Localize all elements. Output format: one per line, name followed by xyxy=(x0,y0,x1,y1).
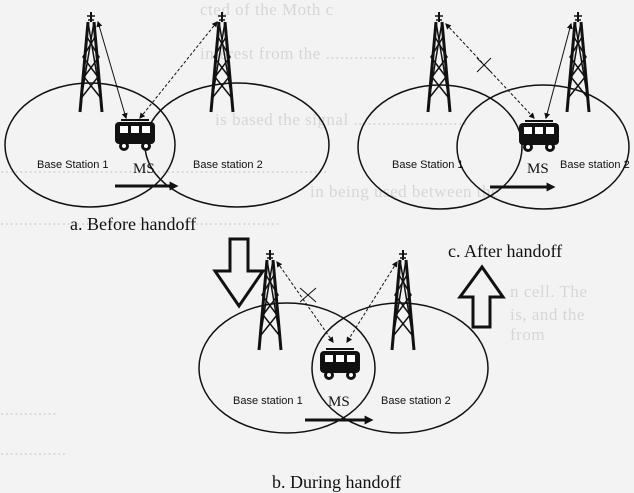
station-label-1: Base Station 1 xyxy=(37,159,109,171)
down-arrow-icon xyxy=(212,237,266,309)
panel-before-handoff: Base Station 1 Base station 2 MS a. Befo… xyxy=(4,10,330,234)
tower-icon xyxy=(78,10,104,114)
tower-icon xyxy=(390,248,416,352)
station-label-1: Base station 1 xyxy=(233,395,303,407)
station-label-2: Base station 2 xyxy=(193,159,263,171)
ms-label: MS xyxy=(133,161,155,177)
station-label-2: Base station 2 xyxy=(381,395,451,407)
tower-icon xyxy=(426,10,452,114)
panel-caption: c. After handoff xyxy=(448,241,562,261)
ms-label: MS xyxy=(328,394,350,410)
panel-caption: b. During handoff xyxy=(272,472,401,492)
cell-coverage-2 xyxy=(144,82,330,208)
signal-link-dashed xyxy=(445,23,535,119)
panel-during-handoff: Base station 1 Base station 2 MS b. Duri… xyxy=(198,248,489,492)
ms-label: MS xyxy=(527,161,549,177)
cell-coverage-2 xyxy=(311,302,489,434)
vehicle-icon xyxy=(319,348,361,381)
station-label-2: Base station 2 xyxy=(560,159,630,171)
signal-link-dashed xyxy=(346,260,398,344)
cell-coverage-1 xyxy=(4,82,176,208)
tower-icon xyxy=(209,10,235,114)
tower-icon xyxy=(257,248,283,352)
link-broken-icon xyxy=(299,287,317,303)
link-broken-icon xyxy=(476,57,492,73)
panel-caption: a. Before handoff xyxy=(70,214,196,234)
panel-after-handoff: Base Station 1 Base station 2 MS c. Afte… xyxy=(357,10,630,261)
vehicle-icon xyxy=(518,120,560,153)
cell-coverage-1 xyxy=(357,84,523,210)
signal-link-solid xyxy=(544,22,573,120)
signal-link-dashed xyxy=(276,261,334,343)
signal-link-solid xyxy=(96,20,128,120)
up-arrow-icon xyxy=(457,264,506,329)
station-label-1: Base Station 1 xyxy=(392,159,464,171)
signal-link-dashed xyxy=(139,21,218,119)
vehicle-icon xyxy=(114,119,156,152)
cell-coverage-2 xyxy=(456,84,630,210)
